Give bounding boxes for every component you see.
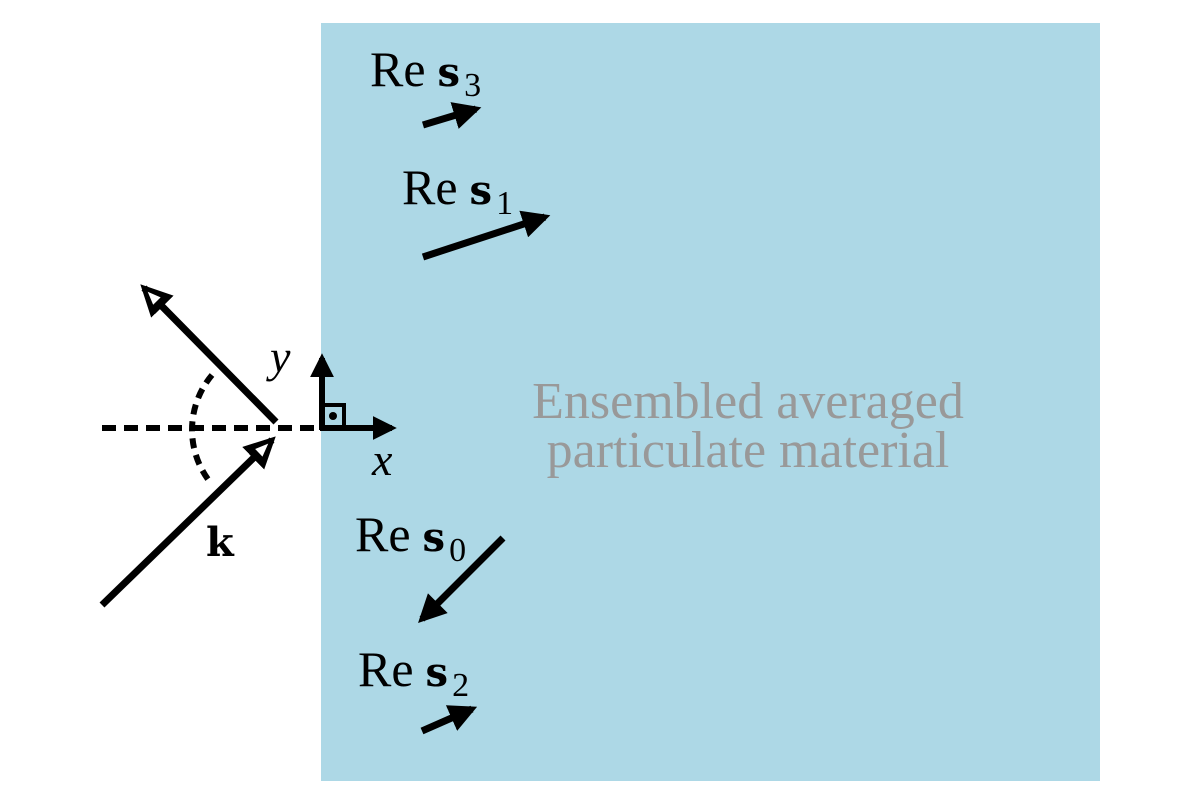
right-angle-marker <box>320 403 346 429</box>
x-axis-label: x <box>371 434 393 485</box>
region-label-line2: particulate material <box>547 422 950 479</box>
vector-s3-arrow <box>421 102 482 129</box>
vector-s0: Re s 0 <box>355 506 506 623</box>
vector-s2: Re s 2 <box>358 641 478 735</box>
wavevector-label: k <box>206 519 235 566</box>
reflected-wave-arrow <box>140 284 279 425</box>
right-angle-dot <box>329 412 337 420</box>
vector-s3-label: Re s 3 <box>370 41 481 104</box>
vector-s2-label: Re s 2 <box>358 641 469 704</box>
vector-s1-label: Re s 1 <box>402 159 513 222</box>
vector-s0-label: Re s 0 <box>355 506 466 569</box>
region-label-line1: Ensembled averaged <box>532 373 964 430</box>
vector-s1-arrow <box>421 210 551 261</box>
material-region <box>321 23 1100 781</box>
y-axis-label: y <box>266 331 291 382</box>
vector-s3: Re s 3 <box>370 41 482 129</box>
incident-wave-arrow <box>99 436 276 608</box>
vector-s0-arrow <box>418 535 506 623</box>
vector-s2-arrow <box>420 705 478 735</box>
vector-s1: Re s 1 <box>402 159 551 261</box>
angle-arc <box>189 373 215 484</box>
